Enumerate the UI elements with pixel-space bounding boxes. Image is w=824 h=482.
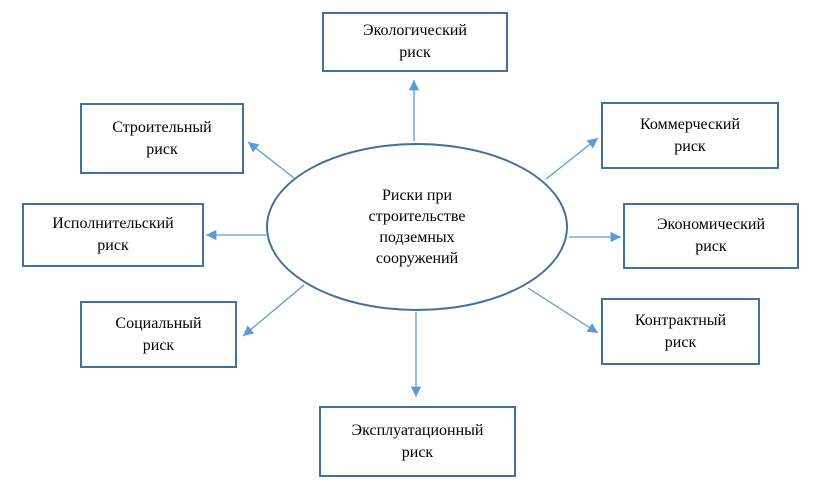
node-label: Контрактный риск xyxy=(631,310,730,354)
node-label-line2: риск xyxy=(401,443,434,461)
central-ellipse: Риски при строительстве подземных сооруж… xyxy=(266,143,568,311)
node-label-line2: риск xyxy=(674,137,706,155)
node-social-risk: Социальный риск xyxy=(80,301,237,368)
node-label-line1: Исполнительский xyxy=(52,215,174,232)
node-economic-risk: Экономический риск xyxy=(623,203,799,269)
arrow-to-contractual xyxy=(527,287,599,334)
node-label-line1: Социальный xyxy=(115,314,202,332)
node-label-line2: риск xyxy=(146,140,178,158)
central-label: Риски при строительстве подземных сооруж… xyxy=(368,187,466,267)
node-label-line1: Строительный xyxy=(112,118,212,136)
node-ecological-risk: Экологический риск xyxy=(322,12,508,72)
node-label: Экологический риск xyxy=(359,20,471,64)
node-operational-risk: Эксплуатационный риск xyxy=(319,406,516,477)
node-label-line1: Контрактный xyxy=(634,311,727,329)
node-label: Социальный риск xyxy=(111,313,205,357)
node-commercial-risk: Коммерческий риск xyxy=(601,102,779,169)
node-label-line2: риск xyxy=(664,333,697,351)
node-construction-risk: Строительный риск xyxy=(80,103,244,174)
node-contractual-risk: Контрактный риск xyxy=(601,298,760,365)
arrow-to-commercial xyxy=(545,137,599,180)
node-label: Экономический риск xyxy=(653,214,769,258)
node-label-line1: Экономический xyxy=(656,216,765,233)
node-label: Исполнительский риск xyxy=(48,213,178,257)
node-label-line2: риск xyxy=(399,44,431,61)
node-label-line2: риск xyxy=(142,336,175,354)
node-performance-risk: Исполнительский риск xyxy=(22,203,204,267)
node-label-line1: Эксплуатационный xyxy=(351,421,484,439)
node-label: Коммерческий риск xyxy=(636,114,744,158)
node-label-line2: риск xyxy=(97,237,129,254)
node-label-line2: риск xyxy=(695,238,727,255)
node-label: Строительный риск xyxy=(108,117,215,161)
node-label: Эксплуатационный риск xyxy=(348,420,488,464)
arrow-to-construction xyxy=(247,141,295,179)
arrow-to-social xyxy=(242,284,305,337)
node-label-line1: Коммерческий xyxy=(639,115,741,133)
node-label-line1: Экологический xyxy=(363,22,467,39)
